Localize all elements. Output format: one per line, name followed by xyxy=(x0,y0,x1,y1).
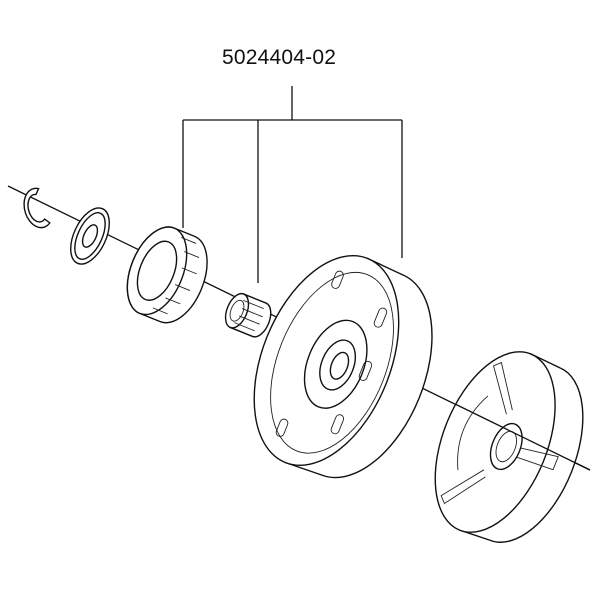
circlip xyxy=(23,187,51,229)
leader-lines xyxy=(182,86,403,283)
clutch-drum xyxy=(253,255,433,479)
shaft-axis-front xyxy=(454,403,591,471)
clutch-shoes xyxy=(434,351,584,543)
washer xyxy=(70,207,110,265)
part-number-label: 5024404-02 xyxy=(222,46,337,69)
needle-bearing xyxy=(224,292,272,338)
rim-sprocket xyxy=(126,226,208,324)
